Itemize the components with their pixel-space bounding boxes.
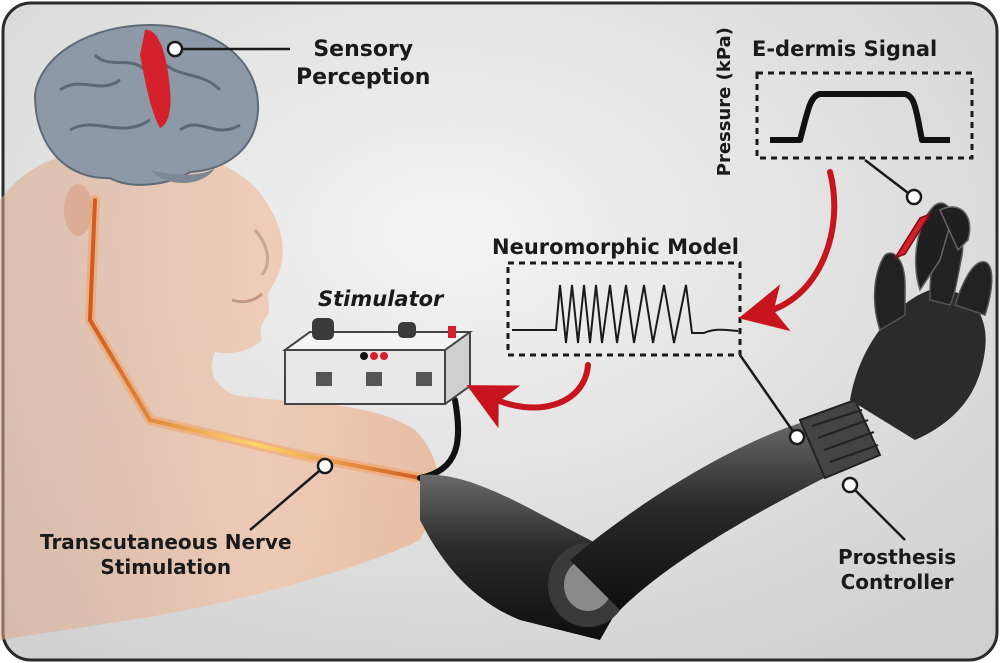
brain-icon: [33, 23, 260, 186]
label-stimulator: Stimulator: [318, 287, 444, 311]
label-prosthesis-line-2: Controller: [840, 570, 954, 594]
stimulator-device-icon: [281, 318, 474, 405]
prosthetic-arm-icon: [420, 202, 993, 640]
label-tns-line-1: Transcutaneous Nerve: [40, 530, 292, 554]
human-figure: [0, 147, 439, 640]
label-sensory-perception: Sensory Perception: [296, 36, 430, 91]
signal-arrow-edermis-to-model: [738, 169, 838, 332]
callout-dot-nerve: [316, 457, 334, 475]
callout-dot-wrist: [788, 428, 806, 446]
sensory-cortex-highlight: [140, 29, 171, 128]
label-prosthesis-line-1: Prosthesis: [838, 545, 957, 569]
label-sensory-line-2: Perception: [296, 64, 431, 90]
label-pressure-axis: Pressure (kPa): [714, 27, 737, 176]
label-tns-line-2: Stimulation: [100, 555, 232, 579]
label-sensory-line-1: Sensory: [313, 37, 414, 62]
edermis-signal-plot: [755, 71, 974, 160]
callout-dot-controller: [841, 476, 859, 494]
signal-arrow-model-to-stimulator: [466, 362, 591, 429]
callout-leaders: [175, 47, 913, 541]
callout-dots: [166, 40, 923, 494]
fingertip-sensor-icon: [893, 212, 932, 260]
label-transcutaneous-nerve-stimulation: Transcutaneous Nerve Stimulation: [40, 530, 292, 580]
label-neuromorphic-model: Neuromorphic Model: [492, 235, 739, 259]
callout-dot-brain: [166, 40, 184, 58]
callout-dot-sensor: [905, 188, 923, 206]
label-prosthesis-controller: Prosthesis Controller: [838, 545, 956, 595]
label-edermis-signal: E-dermis Signal: [752, 37, 938, 61]
